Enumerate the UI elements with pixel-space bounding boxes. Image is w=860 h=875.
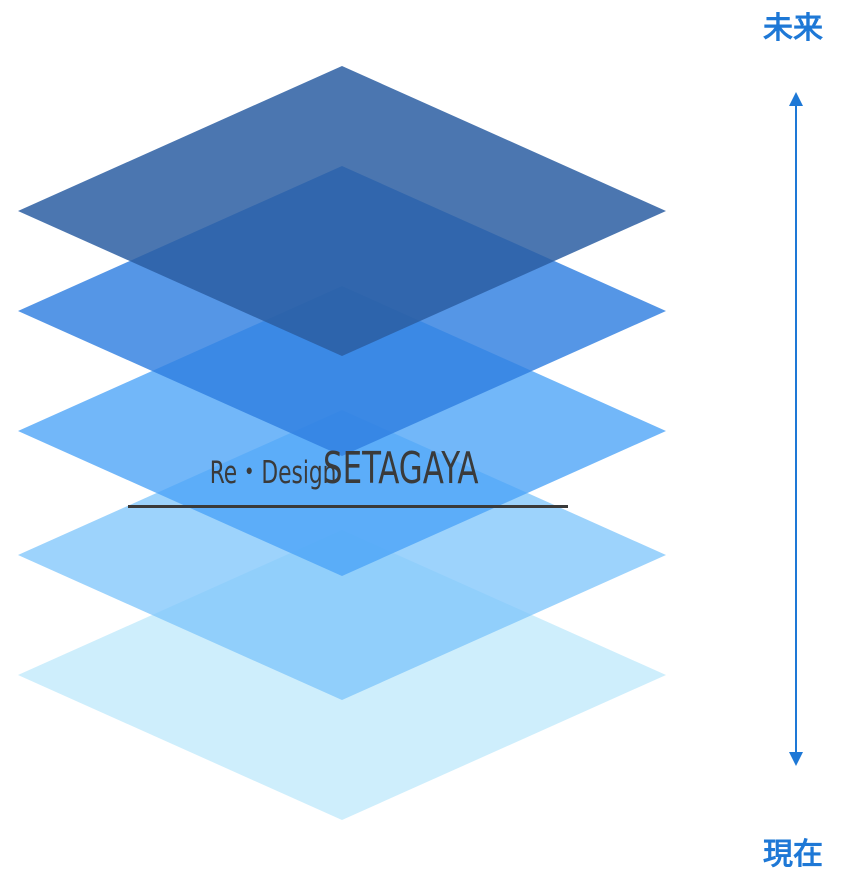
diamond-layer-1 [18,66,666,356]
logo-title: Re・Design SETAGAYA [128,443,568,509]
arrow-up-icon [789,92,803,106]
future-label: 未来 [763,11,823,46]
time-axis [789,92,803,766]
title-prefix: Re・Design [209,455,336,491]
arrow-down-icon [789,752,803,766]
title-main: SETAGAYA [323,443,479,494]
title-underline [128,505,568,508]
present-label: 現在 [763,837,823,872]
layer-stack [18,66,666,820]
